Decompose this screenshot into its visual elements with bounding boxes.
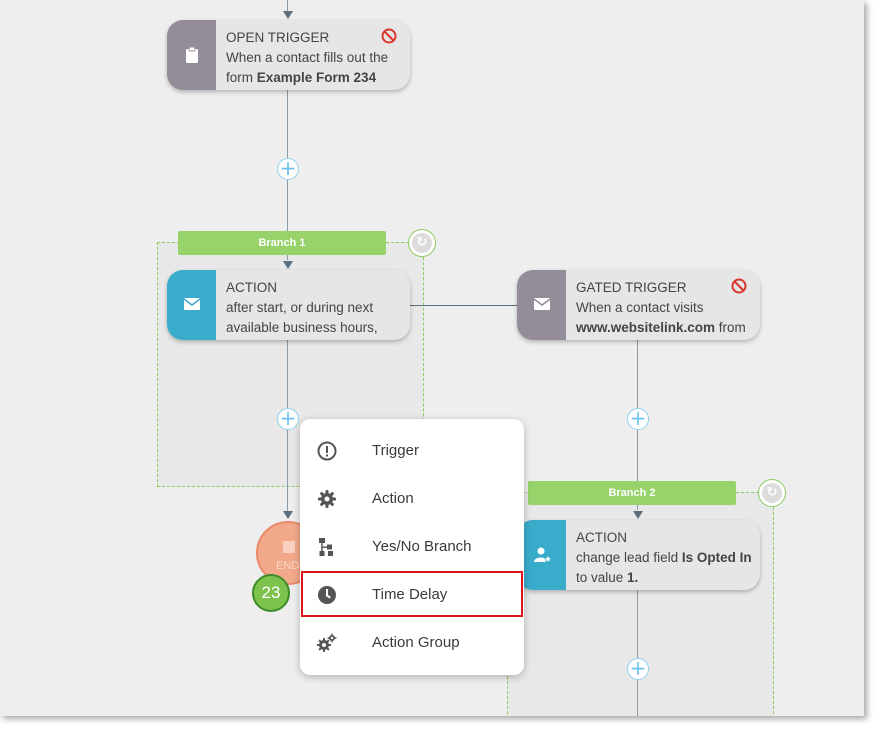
branch-1-label[interactable]: Branch 1 xyxy=(178,231,386,255)
exclamation-circle-icon xyxy=(317,441,337,461)
arrow-down-icon xyxy=(283,11,293,19)
workflow-canvas[interactable]: + + + + Branch 1 Branch 2 ↻ ↻ OPEN TRIGG… xyxy=(0,0,864,716)
node-title: ACTION xyxy=(576,530,628,545)
node-title: ACTION xyxy=(226,280,278,295)
add-step-menu: Trigger Action xyxy=(300,419,524,675)
node-desc-line2: www.websitelink.com from xyxy=(576,320,746,335)
clipboard-icon xyxy=(186,47,198,63)
node-desc-line1: after start, or during next xyxy=(226,300,374,315)
node-desc-line2: form Example Form 234 xyxy=(226,70,377,85)
menu-item-action[interactable]: Action xyxy=(300,475,524,523)
add-step-button[interactable]: + xyxy=(277,158,299,180)
menu-item-time-delay[interactable]: Time Delay xyxy=(300,571,524,619)
branch-2-label[interactable]: Branch 2 xyxy=(528,481,736,505)
arrow-down-icon xyxy=(283,261,293,269)
branch-sync-icon[interactable]: ↻ xyxy=(758,479,786,507)
gears-icon xyxy=(317,633,337,652)
add-step-button[interactable]: + xyxy=(627,658,649,680)
add-step-button[interactable]: + xyxy=(627,408,649,430)
node-title: OPEN TRIGGER xyxy=(226,30,330,45)
menu-item-label: Trigger xyxy=(372,442,419,459)
node-desc-line2: to value 1. xyxy=(576,570,639,585)
action-node[interactable]: ACTION after start, or during next avail… xyxy=(167,270,410,340)
user-star-icon xyxy=(534,547,552,563)
block-icon[interactable] xyxy=(731,278,747,294)
gear-icon xyxy=(318,490,336,508)
action-side xyxy=(167,270,216,340)
clock-icon xyxy=(318,586,336,604)
block-icon[interactable] xyxy=(381,28,397,44)
menu-item-label: Time Delay xyxy=(372,586,448,603)
connector-action2-down xyxy=(637,590,638,716)
envelope-icon xyxy=(534,298,550,310)
connector-horizontal xyxy=(410,305,517,306)
end-label: END xyxy=(276,560,300,572)
trigger-side xyxy=(517,270,566,340)
add-step-button[interactable]: + xyxy=(277,408,299,430)
stop-icon xyxy=(283,541,295,553)
node-desc-line1: When a contact fills out the xyxy=(226,50,389,65)
menu-item-label: Action xyxy=(372,490,414,507)
contact-count-badge[interactable]: 23 xyxy=(252,574,290,612)
node-desc-line2: available business hours, xyxy=(226,320,378,335)
time-delay-highlight xyxy=(301,571,523,617)
node-desc-line1: When a contact visits xyxy=(576,300,704,315)
menu-item-label: Action Group xyxy=(372,634,460,651)
menu-item-label: Yes/No Branch xyxy=(372,538,472,555)
menu-item-trigger[interactable]: Trigger xyxy=(300,427,524,475)
node-desc-line1: change lead field Is Opted In xyxy=(576,550,752,565)
arrow-down-icon xyxy=(633,511,643,519)
menu-item-yes-no-branch[interactable]: Yes/No Branch xyxy=(300,523,524,571)
action-node[interactable]: ACTION change lead field Is Opted In to … xyxy=(517,520,760,590)
gated-trigger-node[interactable]: GATED TRIGGER When a contact visits www.… xyxy=(517,270,760,340)
branch-sync-icon[interactable]: ↻ xyxy=(408,229,436,257)
connector-top xyxy=(287,0,288,14)
open-trigger-node[interactable]: OPEN TRIGGER When a contact fills out th… xyxy=(167,20,410,90)
action-side xyxy=(517,520,566,590)
arrow-down-icon xyxy=(283,511,293,519)
branch-tree-icon xyxy=(319,538,333,556)
menu-item-action-group[interactable]: Action Group xyxy=(300,619,524,667)
trigger-side xyxy=(167,20,216,90)
node-title: GATED TRIGGER xyxy=(576,280,687,295)
envelope-icon xyxy=(184,298,200,310)
